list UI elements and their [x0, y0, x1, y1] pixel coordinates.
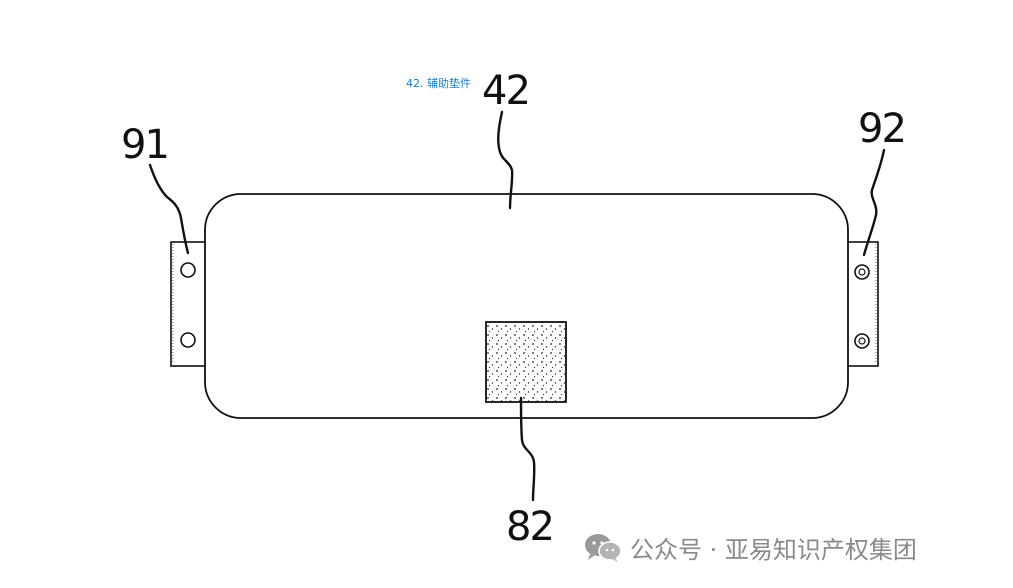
annotation-note: 42. 辅助垫件 [406, 77, 471, 90]
left-bracket-hole-bottom [180, 332, 196, 348]
ref-label-82: 82 [506, 504, 553, 550]
ref-label-92: 92 [858, 106, 905, 152]
leader-line-42 [497, 110, 514, 210]
wechat-icon [585, 533, 622, 562]
auxiliary-pad-body [204, 193, 849, 419]
leader-line-91 [148, 163, 190, 255]
right-bracket-bolt-top [854, 264, 870, 280]
center-stippled-block [485, 321, 567, 403]
leader-line-82 [519, 396, 536, 502]
watermark-text: 公众号 · 亚易知识产权集团 [630, 536, 917, 564]
leader-line-92 [862, 148, 886, 257]
ref-label-42: 42 [482, 68, 529, 114]
watermark: 公众号 · 亚易知识产权集团 [584, 530, 917, 565]
ref-label-91: 91 [121, 122, 168, 168]
right-bracket-bolt-bottom [854, 333, 870, 349]
left-bracket-hole-top [180, 262, 196, 278]
